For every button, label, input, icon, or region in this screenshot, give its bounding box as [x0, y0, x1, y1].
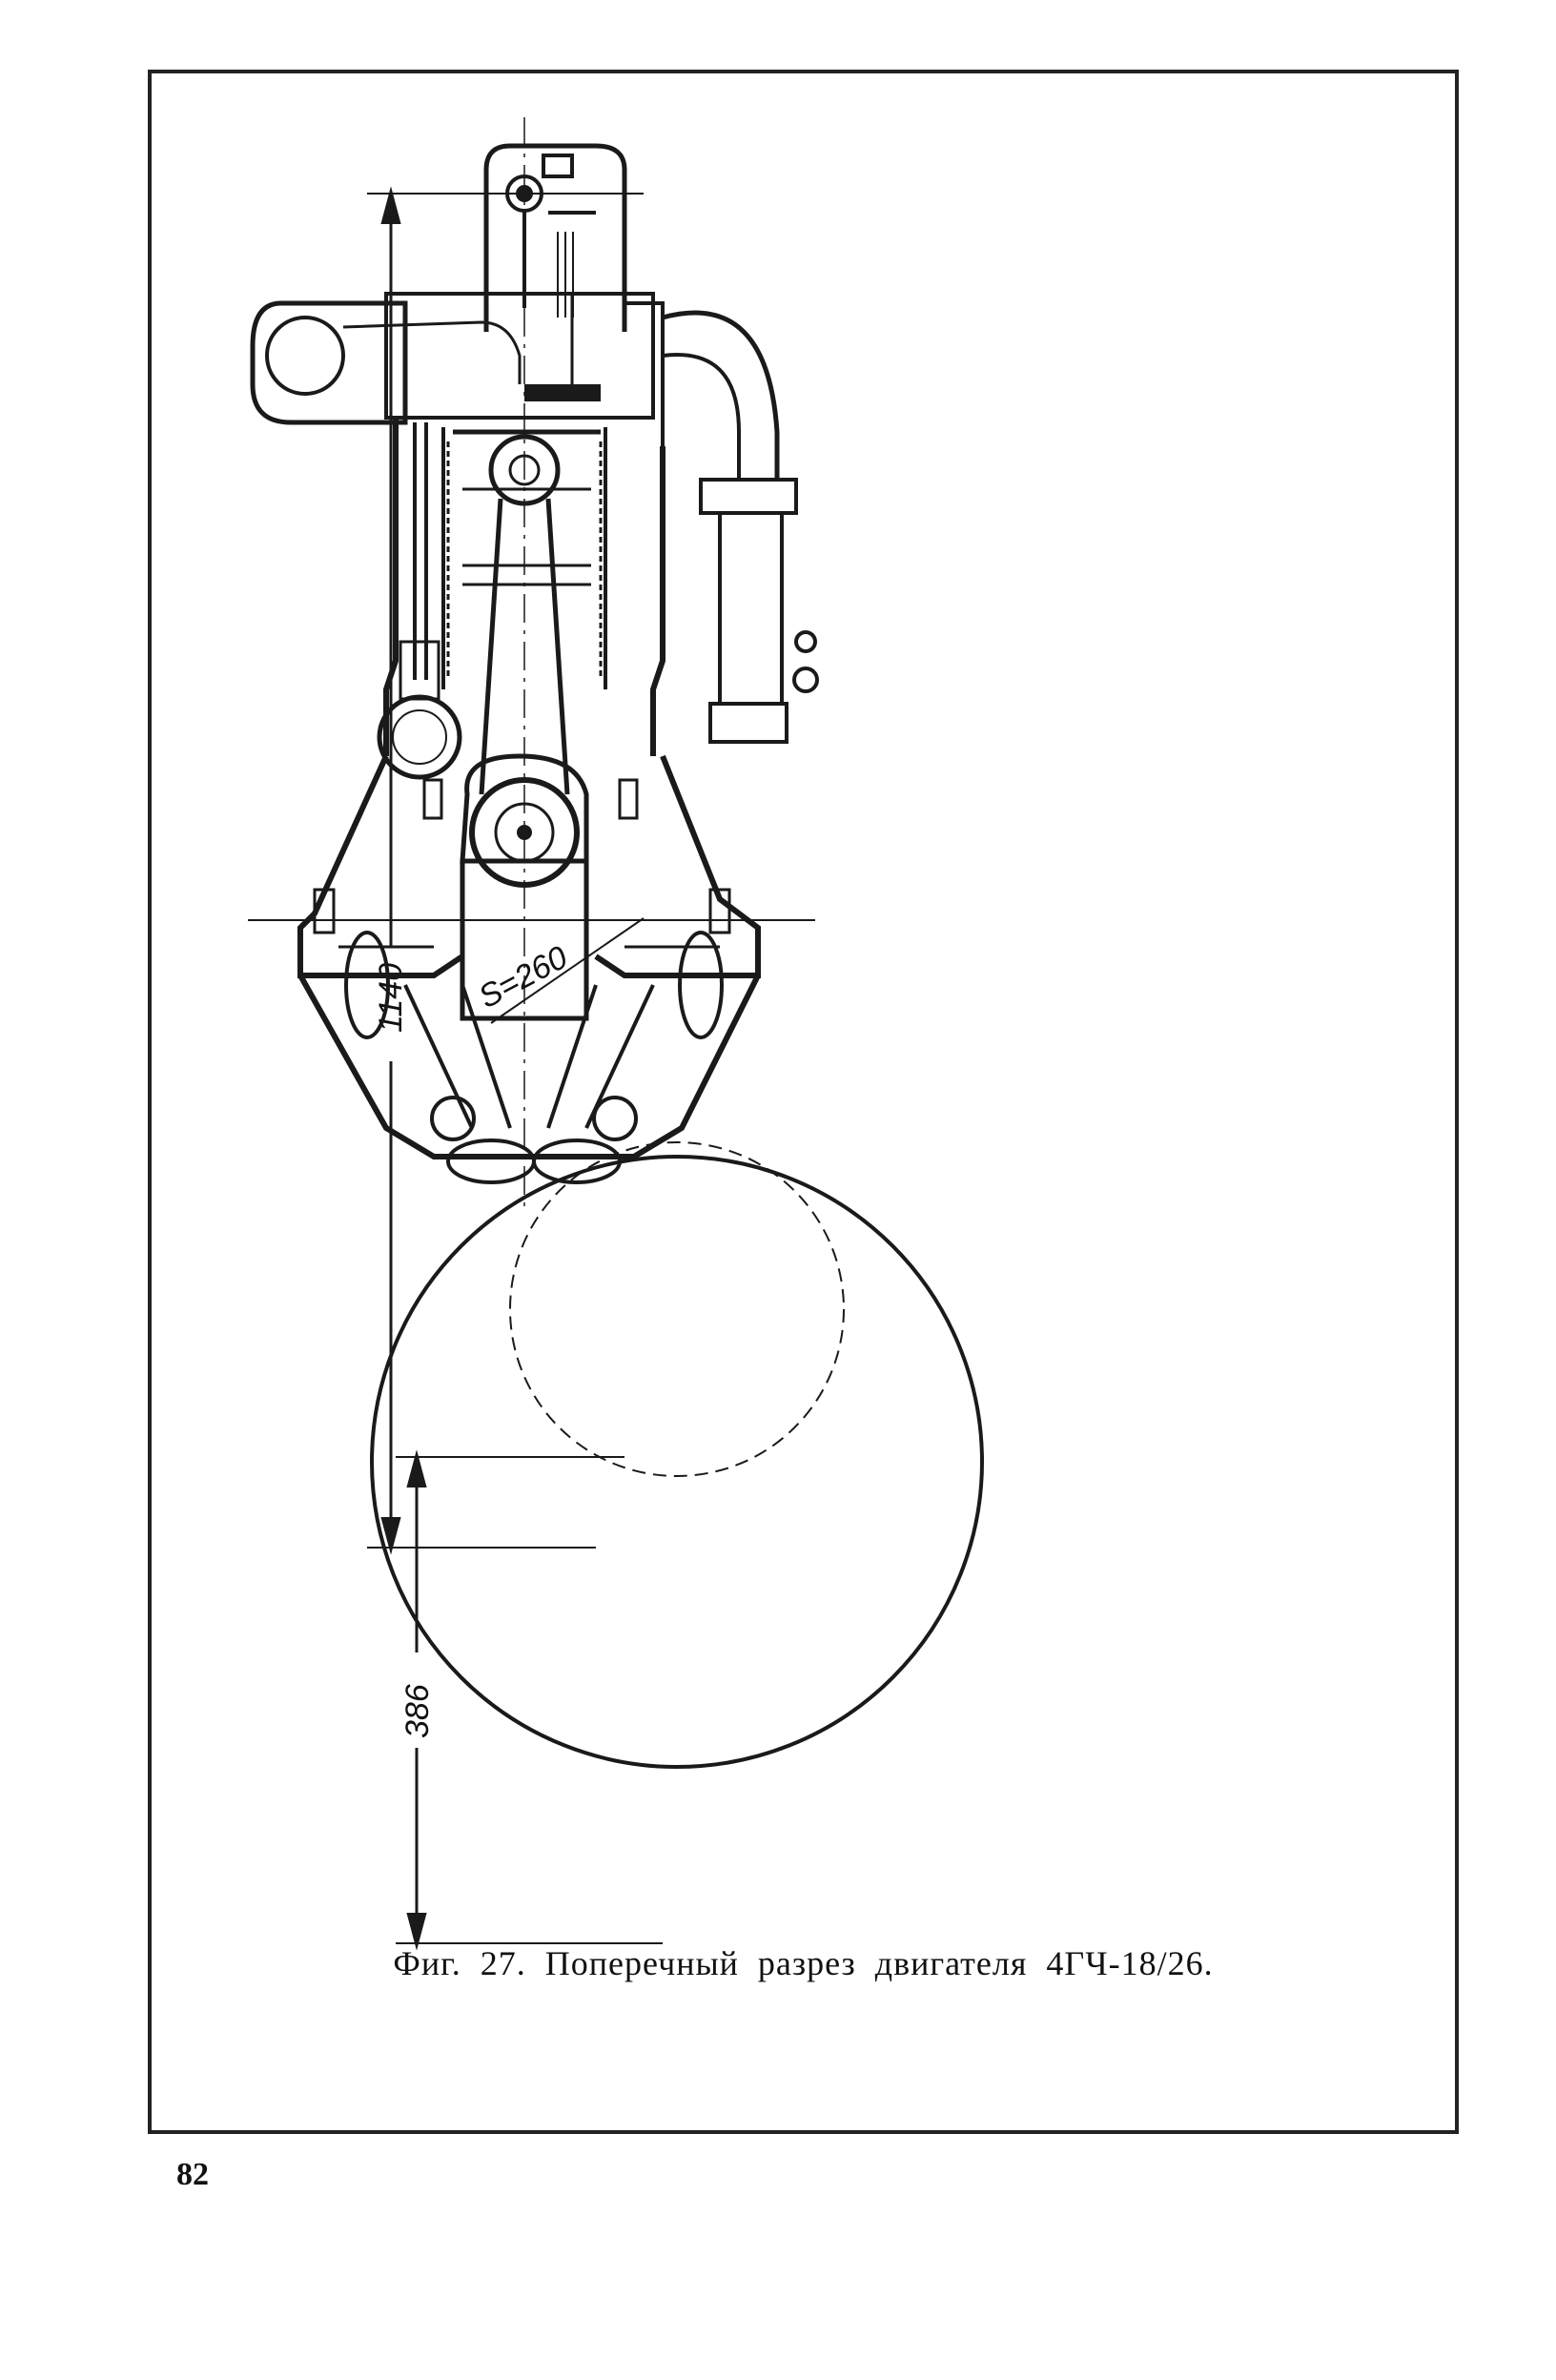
- figure-caption: Фиг. 27. Поперечный разрез двигателя 4ГЧ…: [393, 1944, 1214, 1982]
- page-frame: [148, 70, 1459, 2134]
- bolts: [313, 778, 731, 934]
- flywheel-circle: [370, 1155, 984, 1769]
- pushrod: [377, 422, 462, 780]
- cylinder-head: [250, 292, 665, 446]
- dimension-386: 386: [396, 1449, 663, 1951]
- crank-circle: [509, 1141, 845, 1477]
- dimension-386-label: 386: [399, 1684, 436, 1738]
- exhaust-elbow: [662, 310, 819, 744]
- cylinder-block: [383, 418, 665, 756]
- crankcase-ribs: [344, 931, 724, 1184]
- engine-cross-section-drawing: 1140 386: [248, 117, 984, 1951]
- valve-cover: [483, 143, 627, 332]
- stroke-dimension-label: S=260: [473, 939, 574, 1016]
- dimension-1140: 1140: [367, 186, 644, 1555]
- page-number: 82: [176, 2157, 209, 2192]
